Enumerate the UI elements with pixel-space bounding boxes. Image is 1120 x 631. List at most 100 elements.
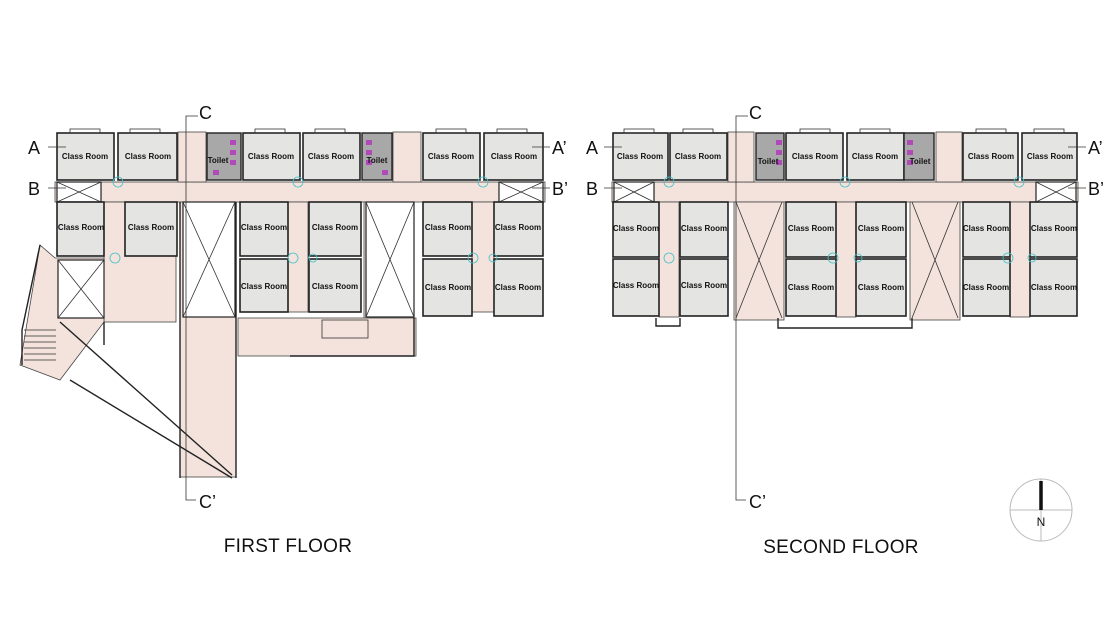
second-classroom-s2 xyxy=(679,201,729,258)
room-label: Class Room xyxy=(617,152,663,161)
first-east-passage xyxy=(471,201,495,313)
room-label: Class Room xyxy=(788,283,834,292)
room-label: Class Room xyxy=(792,152,838,161)
first-west-stair-wall xyxy=(21,244,41,365)
first-classroom-n4 xyxy=(302,132,361,181)
first-classroom-s3 xyxy=(239,201,289,257)
room-label: Class Room xyxy=(1031,283,1077,292)
second-classroom-s11 xyxy=(962,258,1011,317)
room-label: Class Room xyxy=(312,223,358,232)
second-west-passage xyxy=(658,201,680,318)
first-classroom-n1 xyxy=(56,132,115,181)
first-ramp-edge-1 xyxy=(59,321,233,476)
second-floor-plan: Class Room Class Room Class Room Class R… xyxy=(586,103,1104,558)
section-label-b: B xyxy=(28,179,40,199)
room-label: Class Room xyxy=(241,223,287,232)
second-classroom-s4 xyxy=(679,258,729,317)
compass-north-label: N xyxy=(1037,515,1046,529)
toilet-label: Toilet xyxy=(910,157,931,166)
first-classroom-s9 xyxy=(422,258,473,317)
room-label: Class Room xyxy=(428,152,474,161)
room-label: Class Room xyxy=(968,152,1014,161)
room-label: Class Room xyxy=(613,224,659,233)
first-classroom-s1 xyxy=(56,201,105,257)
section-label-c-prime: C’ xyxy=(199,492,216,512)
room-label: Class Room xyxy=(1031,224,1077,233)
room-label: Class Room xyxy=(425,223,471,232)
second-stair-lobby-right xyxy=(935,131,963,183)
room-label: Class Room xyxy=(613,281,659,290)
section-label-a: A xyxy=(586,138,598,158)
room-label: Class Room xyxy=(495,283,541,292)
first-classroom-s8 xyxy=(493,201,544,257)
first-classroom-s6 xyxy=(308,258,362,313)
room-label: Class Room xyxy=(491,152,537,161)
first-terrace-wall xyxy=(290,318,415,357)
second-main-corridor xyxy=(611,181,1079,203)
first-classroom-s5 xyxy=(239,258,289,313)
first-door-arcs xyxy=(109,176,498,264)
toilet-label: Toilet xyxy=(208,156,229,165)
room-label: Class Room xyxy=(858,283,904,292)
first-toilet-fixtures xyxy=(213,140,388,175)
room-label: Class Room xyxy=(681,281,727,290)
room-label: Class Room xyxy=(788,224,834,233)
second-classroom-s7 xyxy=(785,258,837,317)
second-classroom-s8 xyxy=(855,258,907,317)
first-west-stair-treads xyxy=(24,329,56,361)
first-classroom-s7 xyxy=(422,201,473,257)
second-classroom-s6 xyxy=(855,201,907,258)
room-label: Class Room xyxy=(852,152,898,161)
first-classroom-s2 xyxy=(124,201,178,257)
section-label-b-prime: B’ xyxy=(552,179,568,199)
section-label-a: A xyxy=(28,138,40,158)
room-label: Class Room xyxy=(963,224,1009,233)
second-toilet-fixtures xyxy=(776,140,913,165)
room-label: Class Room xyxy=(858,224,904,233)
room-label: Class Room xyxy=(312,282,358,291)
first-south-terrace xyxy=(237,317,417,357)
first-ramp-edge-2 xyxy=(69,379,233,479)
room-label: Class Room xyxy=(125,152,171,161)
toilet-label: Toilet xyxy=(758,157,779,166)
room-label: Class Room xyxy=(241,282,287,291)
second-floor-title: SECOND FLOOR xyxy=(763,537,919,558)
section-label-c: C xyxy=(749,103,762,123)
first-classroom-s4 xyxy=(308,201,362,257)
second-classroom-n5 xyxy=(962,132,1019,181)
first-classroom-s10 xyxy=(493,258,544,317)
first-north-windows xyxy=(69,128,528,134)
second-door-arcs xyxy=(663,176,1037,264)
section-label-c: C xyxy=(199,103,212,123)
room-label: Class Room xyxy=(128,223,174,232)
room-label: Class Room xyxy=(963,283,1009,292)
second-classroom-n6 xyxy=(1021,132,1078,181)
toilet-label: Toilet xyxy=(367,156,388,165)
second-stair-lobby-left xyxy=(727,131,755,183)
section-label-a-prime: A’ xyxy=(1088,138,1103,158)
second-classroom-s5 xyxy=(785,201,837,258)
second-classroom-s3 xyxy=(612,258,660,317)
section-label-b: B xyxy=(586,179,598,199)
first-stair-lobby-left xyxy=(177,131,207,183)
first-floor-plan: Class Room Class Room Class Room Class R… xyxy=(19,103,568,557)
room-label: Class Room xyxy=(308,152,354,161)
second-west-balcony xyxy=(655,318,681,327)
first-section-lines xyxy=(48,115,550,501)
second-south-balcony xyxy=(777,318,913,329)
room-label: Class Room xyxy=(495,223,541,232)
room-label: Class Room xyxy=(1027,152,1073,161)
first-floor-title: FIRST FLOOR xyxy=(224,536,353,557)
room-label: Class Room xyxy=(675,152,721,161)
second-section-lines xyxy=(604,115,1086,501)
section-label-c-prime: C’ xyxy=(749,492,766,512)
room-label: Class Room xyxy=(681,224,727,233)
second-classroom-s10 xyxy=(1029,201,1078,258)
room-label: Class Room xyxy=(58,223,104,232)
section-label-a-prime: A’ xyxy=(552,138,567,158)
second-mid-passage xyxy=(835,201,857,318)
first-south-stair xyxy=(321,319,369,339)
first-room-labels: Class Room Class Room Class Room Class R… xyxy=(58,152,541,292)
